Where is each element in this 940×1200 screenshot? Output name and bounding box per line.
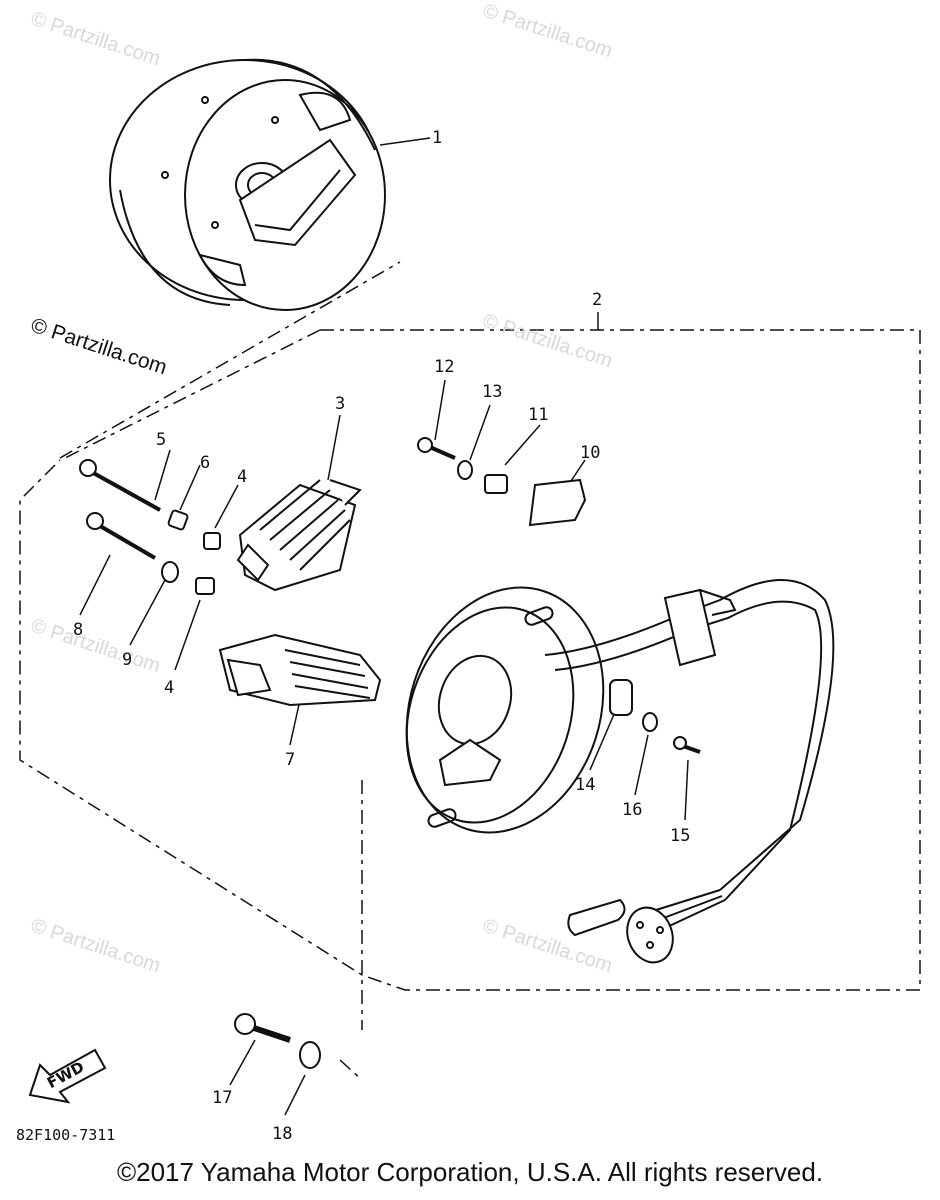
callout-8: 8 [73,620,84,640]
callout-9: 9 [122,650,133,670]
stator-plate [405,586,605,834]
diagram-code: 82F100-7311 [16,1126,116,1144]
copyright-notice: ©2017 Yamaha Motor Corporation, U.S.A. A… [116,1157,824,1187]
flywheel-rotor [109,58,386,311]
fwd-arrow-icon [28,1048,107,1104]
pulser-coil [236,479,362,592]
callout-11: 11 [528,405,549,425]
callout-4: 4 [164,678,175,698]
callout-17: 17 [212,1088,233,1108]
charge-coil [218,633,382,707]
assembly-outline [19,261,921,1081]
leader-lines [79,137,689,1116]
callout-4: 4 [237,467,248,487]
wire-harness [544,579,835,964]
fasteners [79,437,701,1069]
callout-15: 15 [670,826,691,846]
callout-5: 5 [156,430,167,450]
callout-14: 14 [575,775,596,795]
callout-2: 2 [592,290,603,310]
callout-6: 6 [200,453,211,473]
callout-18: 18 [272,1124,293,1144]
callout-1: 1 [432,128,443,148]
callout-12: 12 [434,357,455,377]
callout-16: 16 [622,800,643,820]
callout-7: 7 [285,750,296,770]
callout-13: 13 [482,382,503,402]
callout-10: 10 [580,443,601,463]
callout-3: 3 [335,394,346,414]
